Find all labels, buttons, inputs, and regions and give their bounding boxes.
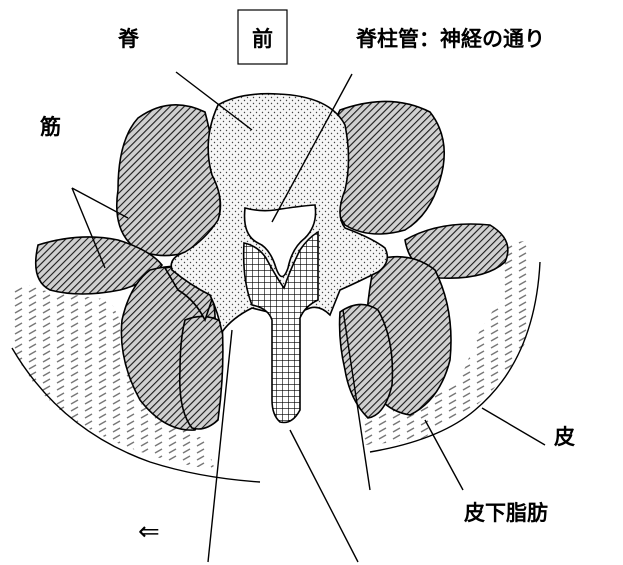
leader-muscle-a: [71, 187, 129, 219]
skin-right-curve: [369, 261, 541, 453]
front-label-box: [237, 9, 288, 65]
subcutaneous-fat-right: [360, 240, 532, 445]
skin-label: 皮: [554, 425, 575, 449]
leader-right-bottom: [342, 309, 371, 491]
subcutaneous-fat-left: [12, 284, 215, 470]
muscle-left-inner: [178, 315, 224, 430]
spine-label: 脊: [117, 27, 140, 51]
leader-fat: [424, 419, 464, 491]
leader-canal: [271, 73, 353, 223]
front-label: 前: [252, 27, 273, 51]
leader-muscle-b: [71, 187, 106, 269]
muscle-right-inner: [338, 303, 394, 419]
subcutaneous-fat-label: 皮下脂肪: [464, 501, 548, 525]
skin-left-curve: [11, 347, 261, 483]
spinous-process: [242, 230, 319, 424]
spinal-canal-label: 脊柱管：神経の通り: [355, 27, 545, 51]
leader-spine: [175, 71, 253, 131]
leader-left-bottom: [207, 329, 233, 563]
double-left-arrow-icon: ⇐: [138, 517, 160, 547]
muscle-left-upper: [115, 103, 221, 257]
muscle-label: 筋: [39, 115, 61, 139]
leader-skin: [481, 407, 546, 446]
leader-center-bottom: [289, 429, 359, 563]
